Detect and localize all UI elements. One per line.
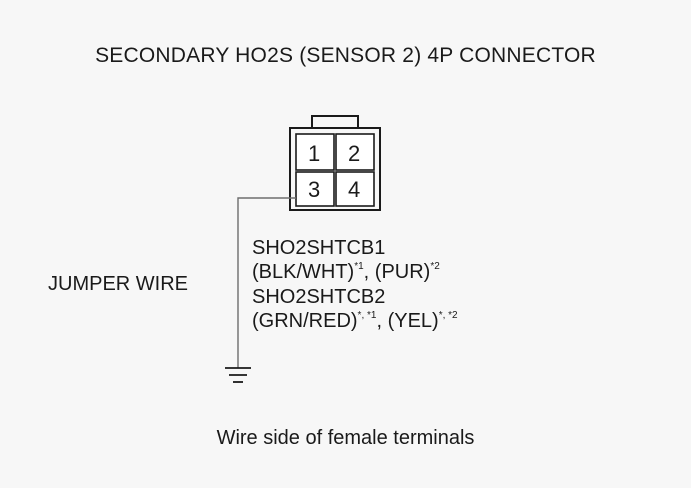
signal-1-wire-b: (PUR)	[374, 261, 431, 283]
diagram-caption: Wire side of female terminals	[216, 427, 475, 449]
signal-2-wire-b-note: *, *2	[438, 310, 458, 321]
connector-latch	[311, 115, 359, 129]
signal-2-name: SHO2SHTCB2	[252, 286, 386, 308]
pin-1-cell	[295, 133, 335, 171]
signal-2-wire-b: (YEL)	[387, 310, 439, 332]
signal-1-name: SHO2SHTCB1	[252, 237, 386, 259]
signal-1-wire-a: (BLK/WHT)	[252, 261, 355, 283]
pin-1-label: 1	[308, 141, 320, 166]
pin-4-cell	[335, 171, 375, 207]
ground-icon	[225, 367, 251, 383]
signal-1-wires: (BLK/WHT)*1, (PUR)*2	[252, 260, 440, 284]
signal-2-wires: (GRN/RED)*, *1, (YEL)*, *2	[252, 309, 458, 333]
pin-4-label: 4	[348, 177, 360, 202]
diagram-title: SECONDARY HO2S (SENSOR 2) 4P CONNECTOR	[95, 44, 596, 67]
jumper-wire-label: JUMPER WIRE	[48, 273, 188, 295]
signal-1-wire-a-note: *1	[354, 261, 364, 272]
jumper-wire-line	[237, 197, 296, 368]
signal-1-wire-b-note: *2	[430, 261, 440, 272]
pin-2-cell	[335, 133, 375, 171]
pin-2-label: 2	[348, 141, 360, 166]
signal-2-separator: ,	[376, 310, 388, 332]
signal-2-wire-a-note: *, *1	[357, 310, 377, 321]
signal-1-separator: ,	[363, 261, 375, 283]
pin-3-cell	[295, 171, 335, 207]
signal-2-wire-a: (GRN/RED)	[252, 310, 358, 332]
pin-3-label: 3	[308, 177, 320, 202]
